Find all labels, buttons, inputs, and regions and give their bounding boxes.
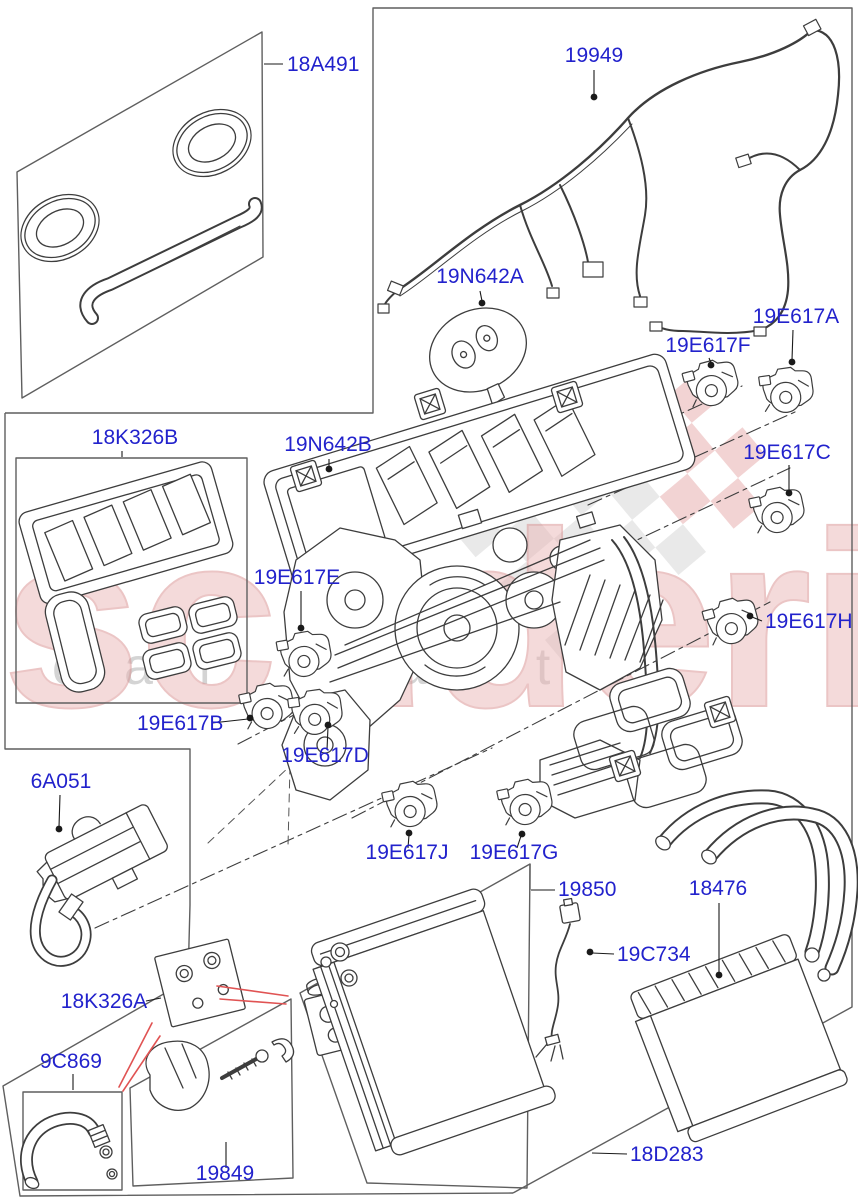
leader-dot-19E617J	[405, 829, 413, 837]
leader-line-19E617B	[211, 718, 249, 724]
part-label-19E617B[interactable]: 19E617B	[137, 712, 223, 735]
box-19849	[129, 998, 294, 1187]
part-label-19C734[interactable]: 19C734	[617, 943, 691, 966]
part-label-9C869[interactable]: 9C869	[40, 1050, 102, 1073]
leader-dot-18476	[715, 971, 723, 979]
leader-dot-19N642A	[478, 299, 486, 307]
leader-line-18D283	[591, 1152, 628, 1155]
leader-line-19E617J	[407, 834, 410, 849]
part-label-18476[interactable]: 18476	[689, 877, 747, 900]
box-middle-left	[2, 413, 514, 1197]
leader-line-19C734	[591, 952, 615, 955]
part-19850-evaporator	[310, 888, 556, 1156]
part-label-19E617G[interactable]: 19E617G	[470, 841, 559, 864]
actuator-19E617G	[495, 774, 557, 830]
leader-line-19N642A	[479, 290, 483, 302]
leader-dot-6A051	[55, 825, 63, 833]
leader-dot-19E617D	[324, 721, 332, 729]
part-label-19N642A[interactable]: 19N642A	[436, 265, 524, 288]
part-label-19E617C[interactable]: 19E617C	[743, 441, 831, 464]
part-label-19N642B[interactable]: 19N642B	[284, 433, 372, 456]
leader-dot-19C734	[586, 948, 594, 956]
leader-line-19E617G	[516, 835, 522, 849]
part-label-19E617E[interactable]: 19E617E	[254, 566, 340, 589]
leader-dot-19E617G	[518, 830, 526, 838]
part-label-19850[interactable]: 19850	[558, 878, 616, 901]
leader-dot-19E617C	[785, 489, 793, 497]
group-boxes	[2, 7, 853, 1197]
part-label-18A491[interactable]: 18A491	[287, 53, 359, 76]
part-6A051-heater	[29, 804, 168, 967]
part-18K326A-panel	[154, 938, 246, 1028]
leader-line-19E617H	[751, 616, 763, 622]
part-label-19949[interactable]: 19949	[565, 44, 623, 67]
leader-dot-19N642B	[325, 465, 333, 473]
part-label-19E617H[interactable]: 19E617H	[765, 610, 853, 633]
part-label-19E617J[interactable]: 19E617J	[366, 841, 449, 864]
leader-line-19E617D	[326, 726, 329, 751]
part-label-6A051[interactable]: 6A051	[31, 770, 92, 793]
actuator-19E617J	[380, 776, 442, 832]
part-19949-harness	[377, 18, 841, 337]
leader-dot-19E617H	[746, 612, 754, 620]
leader-dot-19E617B	[246, 714, 254, 722]
part-19C734-sensor	[535, 897, 581, 1062]
part-label-18K326B[interactable]: 18K326B	[92, 426, 178, 449]
part-19N642A-gasket	[428, 307, 528, 406]
part-label-19849[interactable]: 19849	[196, 1162, 254, 1185]
part-18476-heater-core	[630, 789, 858, 1143]
kit-pointer-arrows	[118, 985, 289, 1092]
box-18A491	[16, 31, 264, 399]
part-18K326B-gaskets	[18, 461, 244, 693]
part-label-19E617F[interactable]: 19E617F	[665, 334, 750, 357]
leader-line-18K326A	[145, 997, 162, 1002]
box-18K326B	[15, 457, 248, 704]
leader-line-19E617A	[791, 329, 794, 361]
leader-dot-19949	[590, 93, 598, 101]
parts-artwork	[18, 18, 858, 1190]
leader-dot-19E617E	[297, 624, 305, 632]
leader-dot-19E617F	[707, 361, 715, 369]
construction-dashed	[207, 641, 378, 847]
leader-dot-19E617A	[788, 358, 796, 366]
part-label-18D283[interactable]: 18D283	[630, 1143, 704, 1166]
part-label-19E617D[interactable]: 19E617D	[281, 744, 369, 767]
part-18A491-seals	[20, 108, 263, 325]
actuator-19E617A	[757, 364, 817, 417]
leader-line-6A051	[58, 794, 61, 828]
box-9C869	[22, 1091, 123, 1191]
part-label-19E617A[interactable]: 19E617A	[753, 305, 839, 328]
part-label-18K326A[interactable]: 18K326A	[61, 990, 147, 1013]
part-9C869-hose	[20, 1111, 118, 1190]
